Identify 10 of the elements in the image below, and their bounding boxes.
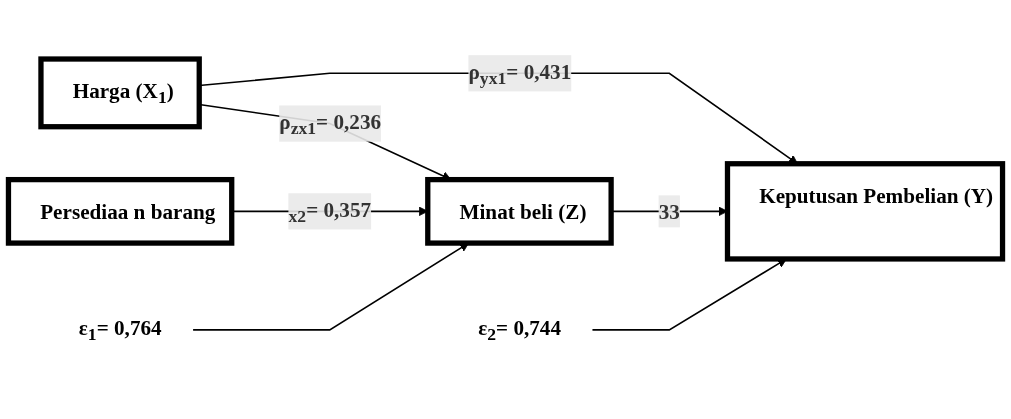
edge-label: ρ$_{yx1}$= 0,431 xyxy=(468,59,572,89)
node-box: Keputusan Pembelian (Y) xyxy=(724,161,1006,262)
node-text: ε$_{1}$= 0,764 xyxy=(78,316,162,345)
node-box: Harga (X$_{1}$) xyxy=(38,56,202,130)
node-box: Persediaa n barang xyxy=(5,176,235,246)
node-box: Minat beli (Z) xyxy=(425,176,614,246)
edge-label: $_{x2}$= 0,357 xyxy=(288,197,372,227)
node-text: ε$_{2}$= 0,744 xyxy=(478,316,561,345)
edge-label: 33 xyxy=(658,199,680,223)
edge-label: ρ$_{zx1}$= 0,236 xyxy=(279,109,382,139)
